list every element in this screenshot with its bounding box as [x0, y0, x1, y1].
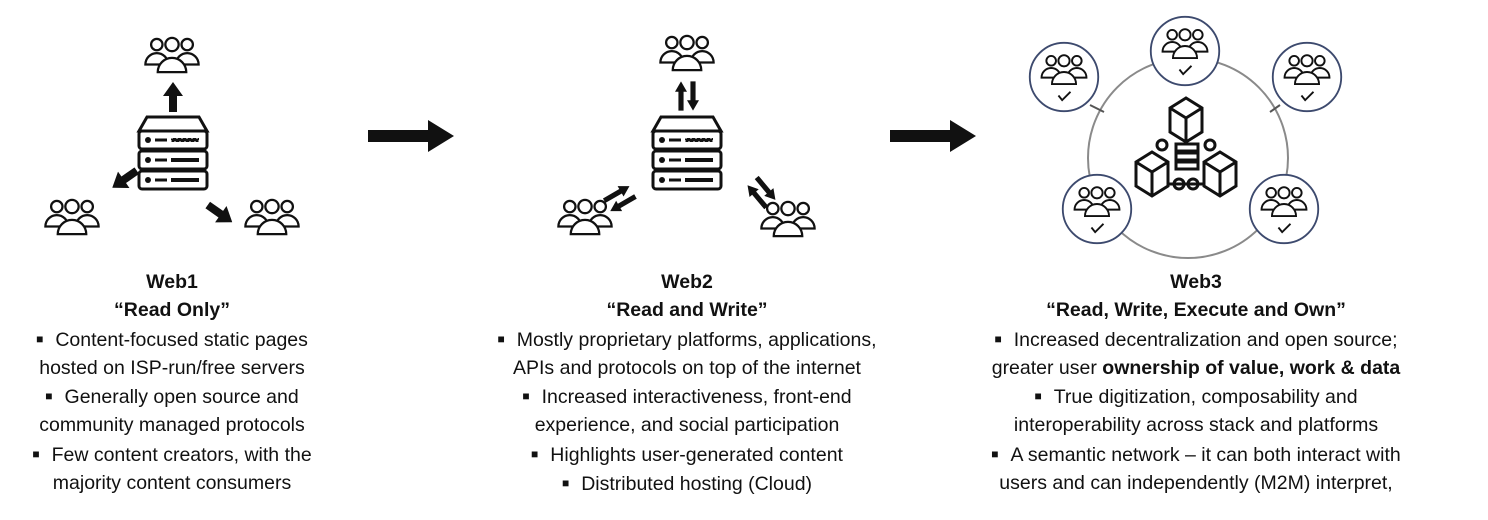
web3-illustration — [1030, 17, 1341, 259]
column-subtitle: “Read, Write, Execute and Own” — [1046, 299, 1346, 322]
bullet-icon: ■ — [991, 446, 999, 461]
users-group-icon — [760, 200, 816, 238]
users-group-icon — [144, 36, 200, 74]
bullet-line: ■ Few content creators, with the — [0, 440, 422, 469]
bullet-text: Highlights user-generated content — [550, 443, 843, 466]
bullet-line: experience, and social participation — [437, 411, 937, 439]
column-subtitle: “Read Only” — [114, 299, 230, 322]
user-node — [1030, 43, 1098, 111]
bullet-text: True digitization, composability and — [1053, 386, 1358, 409]
bullet-text: experience, and social participation — [534, 414, 840, 437]
web1-column: Web1 “Read Only” ■ Content-focused static p… — [0, 268, 422, 497]
bold-emphasis: ownership of value, work & data — [1102, 356, 1401, 379]
web2-illustration — [557, 34, 816, 238]
bullet-line: ■ Increased decentralization and open sou… — [946, 325, 1446, 354]
bullet-line: ■ Increased interactiveness, front-end — [437, 382, 937, 411]
bullet-line: ■ Generally open source and — [0, 382, 422, 411]
diagram-art — [44, 0, 1488, 259]
bullet-icon: ■ — [45, 389, 53, 404]
bullet-text: Increased decentralization and open sour… — [1013, 328, 1398, 351]
user-node — [1151, 17, 1219, 85]
bullet-line: users and can independently (M2M) interp… — [946, 469, 1446, 497]
server-icon — [137, 115, 209, 191]
users-group-icon — [44, 198, 100, 236]
bullet-icon: ■ — [1034, 389, 1042, 404]
server-icon — [651, 115, 723, 191]
bullet-line: community managed protocols — [0, 411, 422, 439]
bullet-text: Increased interactiveness, front-end — [541, 386, 852, 409]
bullet-line: ■ Mostly proprietary platforms, applicati… — [437, 325, 937, 354]
bullet-text: Distributed hosting (Cloud) — [581, 473, 813, 496]
user-node — [1273, 43, 1341, 111]
web3-column: Web3 “Read, Write, Execute and Own” ■ Incre… — [946, 268, 1446, 497]
progression-arrow — [368, 120, 454, 152]
column-title: Web1 — [146, 271, 198, 293]
column-title: Web3 — [1170, 271, 1222, 293]
bullet-icon: ■ — [994, 331, 1002, 346]
bullet-line: ■ Distributed hosting (Cloud) — [437, 469, 937, 498]
bullet-text: APIs and protocols on top of the interne… — [513, 356, 861, 379]
blockchain-icon — [1134, 96, 1238, 198]
bullet-icon: ■ — [497, 331, 505, 346]
bullet-line: interoperability across stack and platfo… — [946, 411, 1446, 439]
bullet-icon: ■ — [36, 331, 44, 346]
bullet-text: greater user — [991, 356, 1103, 379]
bullet-text: community managed protocols — [39, 414, 305, 437]
bullet-text: majority content consumers — [52, 472, 292, 495]
web2-column: Web2 “Read and Write” ■ Mostly proprietary … — [437, 268, 937, 498]
arrow-icon — [163, 82, 183, 112]
bullet-line: ■ True digitization, composability and — [946, 382, 1446, 411]
bullet-text: Content-focused static pages — [55, 328, 308, 351]
bullet-line: ■ A semantic network – it can both intera… — [946, 440, 1446, 469]
bullet-line: ■ Highlights user-generated content — [437, 440, 937, 469]
bullet-text: users and can independently (M2M) interp… — [999, 472, 1393, 495]
user-node — [1063, 175, 1131, 243]
bullet-text: interoperability across stack and platfo… — [1013, 414, 1379, 437]
bullet-text: Mostly proprietary platforms, applicatio… — [516, 328, 877, 351]
bullet-icon: ■ — [522, 389, 530, 404]
bullet-line: APIs and protocols on top of the interne… — [437, 354, 937, 382]
user-node — [1250, 175, 1318, 243]
bullet-text: A semantic network – it can both interac… — [1010, 443, 1401, 466]
bullet-text: Generally open source and — [64, 386, 299, 409]
bullet-line: greater user ownership of value, work & … — [946, 354, 1446, 382]
bullet-icon: ■ — [561, 476, 570, 491]
bullet-text: hosted on ISP-run/free servers — [39, 356, 305, 379]
double-arrow-icon — [675, 81, 699, 111]
bullet-line: ■ Content-focused static pages — [0, 325, 422, 354]
column-subtitle: “Read and Write” — [606, 299, 768, 322]
double-arrow-icon — [601, 180, 639, 217]
bullet-line: majority content consumers — [0, 469, 422, 497]
users-group-icon — [557, 198, 613, 236]
bullet-icon: ■ — [32, 446, 40, 461]
bullet-text: Few content creators, with the — [51, 443, 312, 466]
bullet-icon: ■ — [531, 446, 539, 461]
bullet-line: hosted on ISP-run/free servers — [0, 354, 422, 382]
web1-illustration — [44, 36, 300, 236]
users-group-icon — [244, 198, 300, 236]
users-group-icon — [659, 34, 715, 72]
column-title: Web2 — [661, 271, 713, 293]
progression-arrow — [890, 120, 976, 152]
arrow-icon — [201, 196, 238, 231]
arrow-icon — [106, 162, 143, 196]
